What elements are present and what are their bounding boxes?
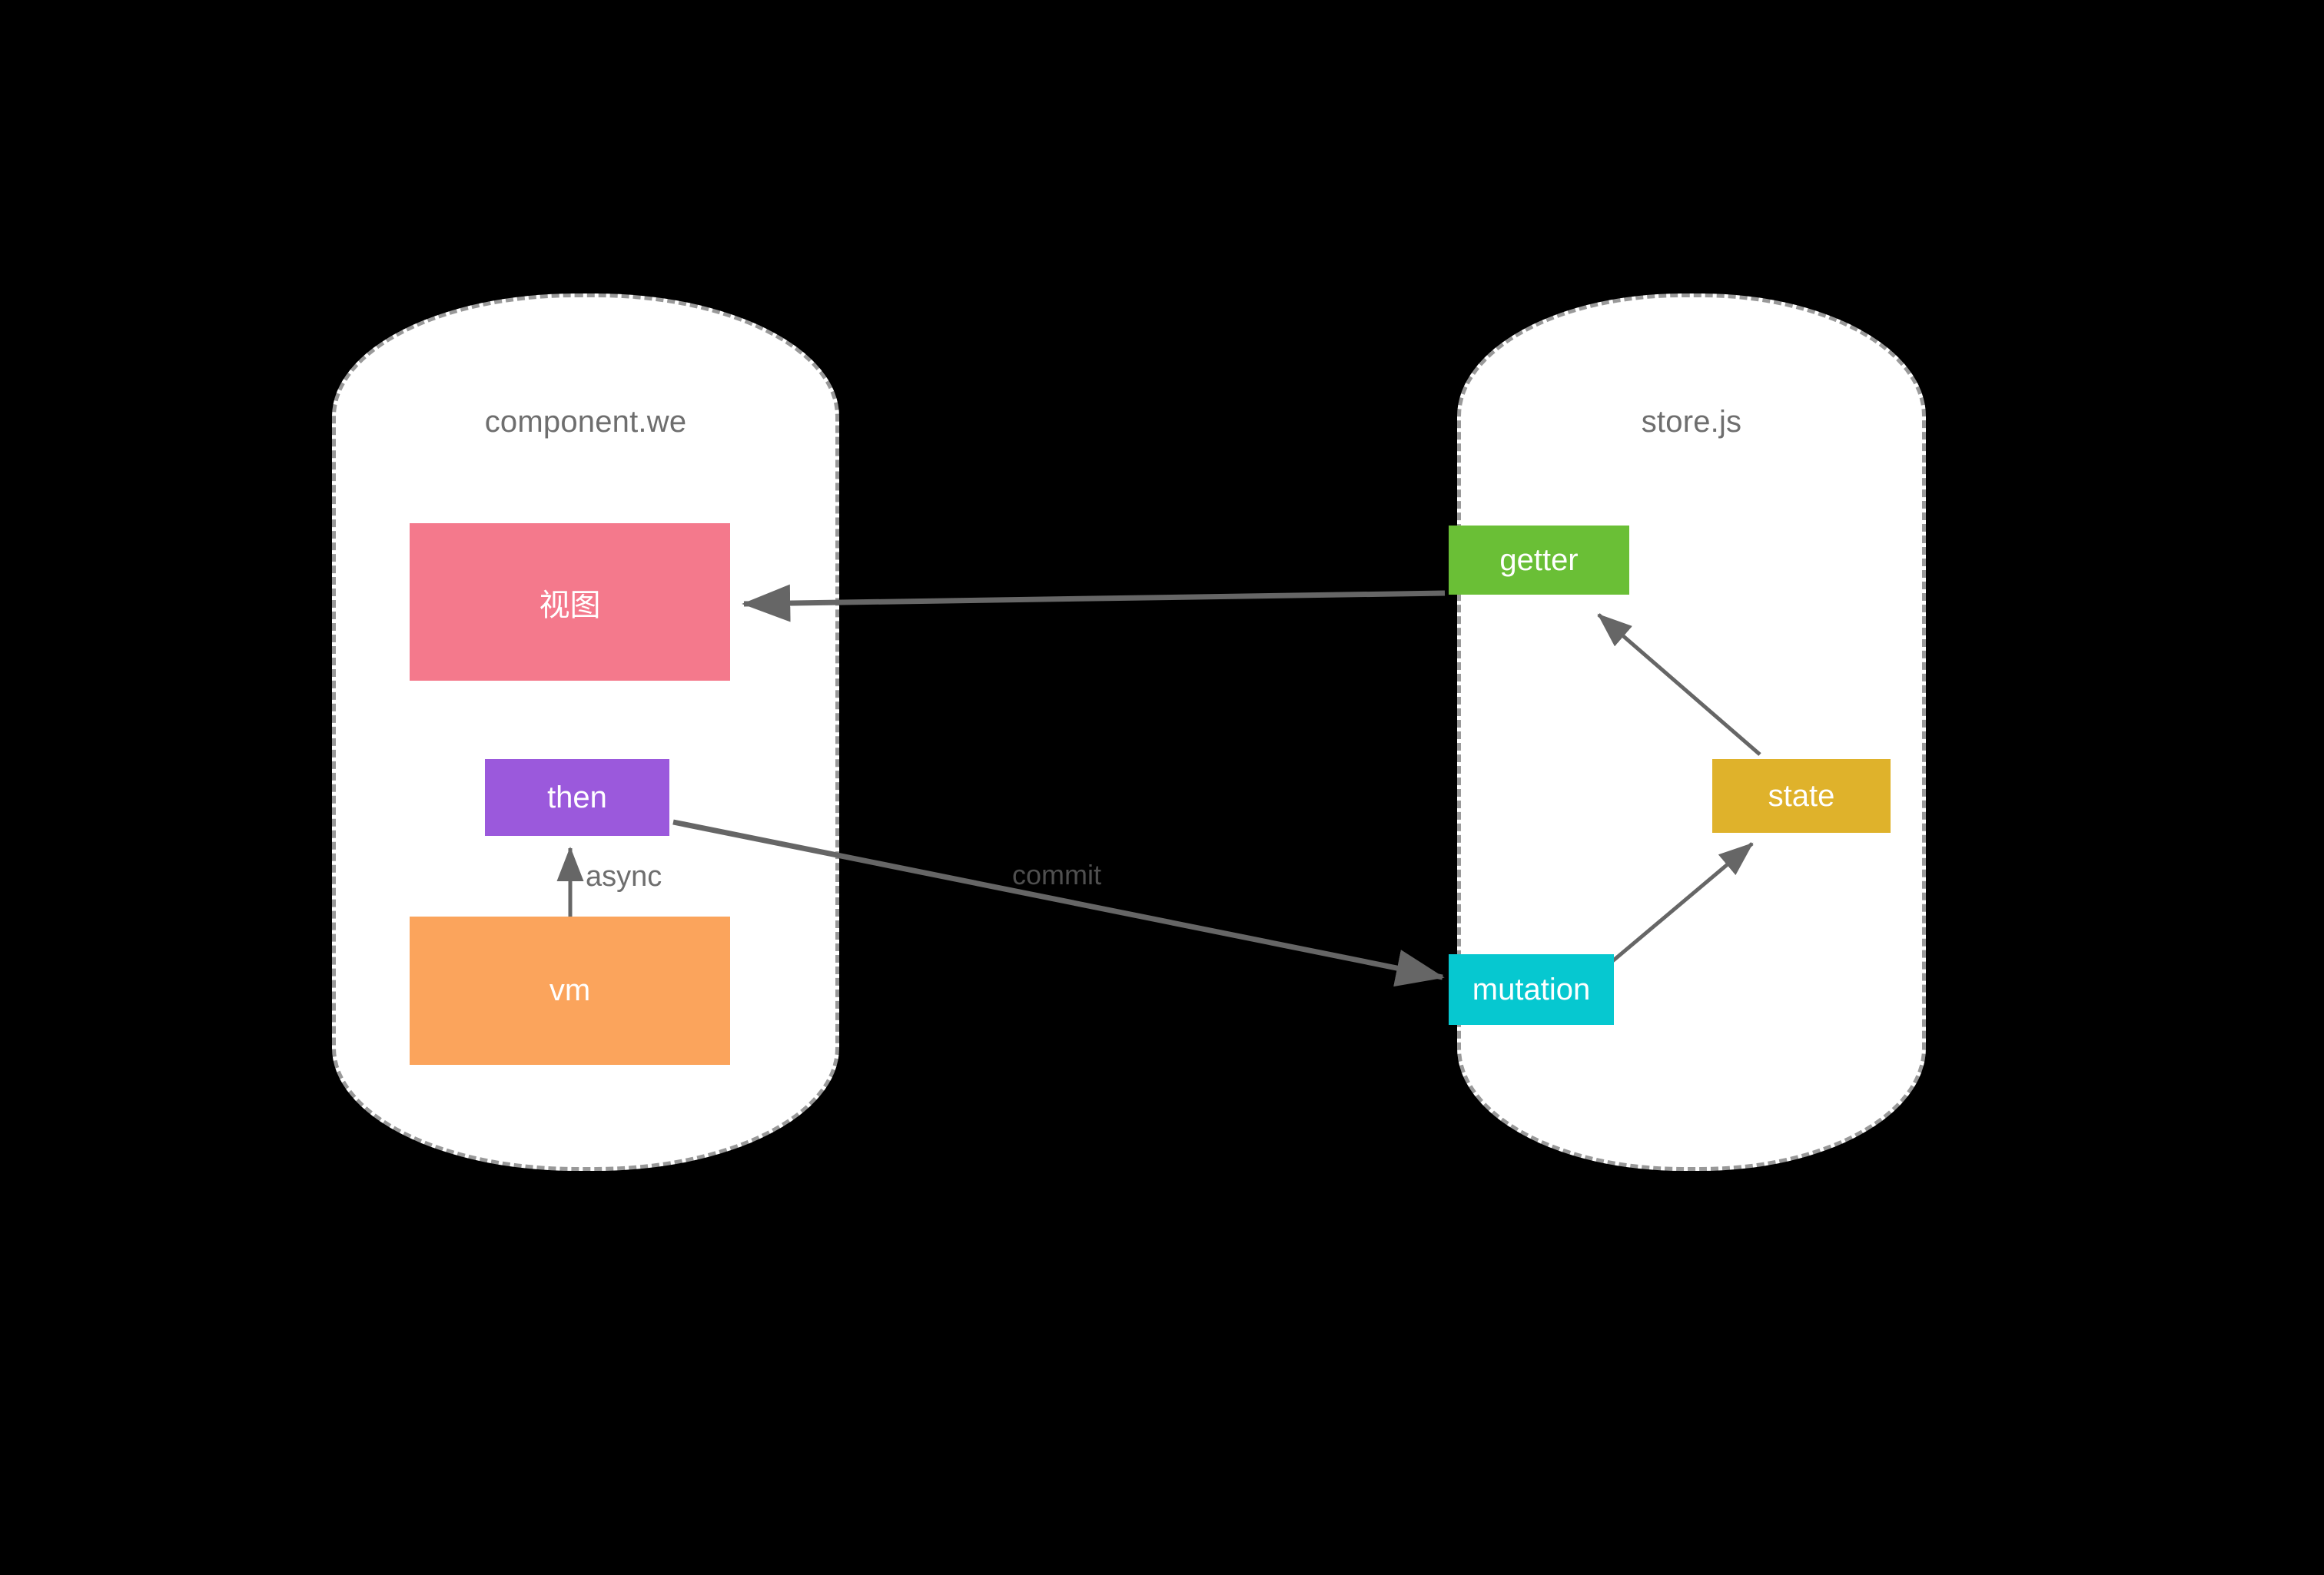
node-vm-label: vm	[549, 973, 591, 1007]
node-view[interactable]: 视图	[410, 523, 730, 681]
node-then-label: then	[547, 780, 607, 814]
edge-getter-to-view	[742, 584, 1446, 622]
edge-label-commit: commit	[1012, 859, 1101, 890]
group-store-js-title: store.js	[1641, 405, 1742, 439]
node-then[interactable]: then	[485, 759, 669, 836]
group-component-we-title: component.we	[484, 405, 687, 439]
node-mutation[interactable]: mutation	[1449, 954, 1614, 1025]
edge-label-async: async	[586, 860, 662, 893]
node-getter[interactable]: getter	[1449, 526, 1629, 595]
group-store-js[interactable]: store.js	[1457, 293, 1926, 1171]
node-state[interactable]: state	[1712, 759, 1891, 833]
node-getter-label: getter	[1499, 542, 1579, 577]
node-mutation-label: mutation	[1472, 972, 1591, 1006]
node-vm[interactable]: vm	[410, 917, 730, 1065]
node-state-label: state	[1768, 778, 1835, 813]
node-view-label: 视图	[539, 588, 601, 622]
